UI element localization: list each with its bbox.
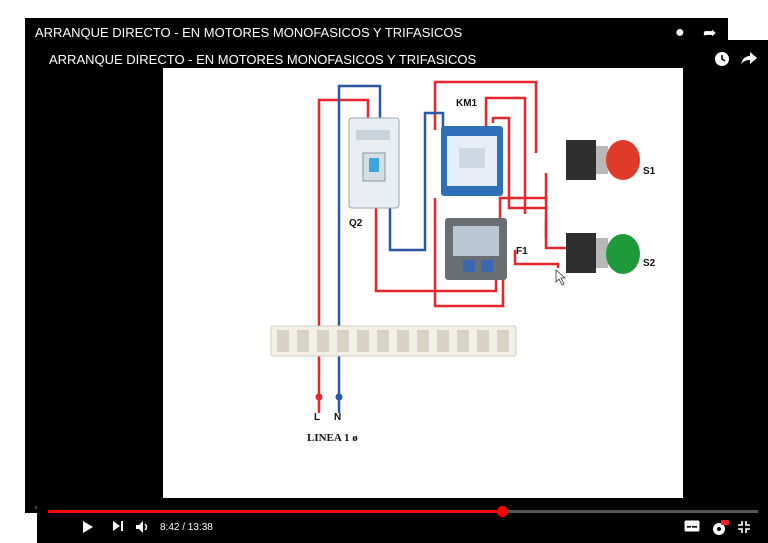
next-icon[interactable] xyxy=(112,520,124,535)
share-icon[interactable] xyxy=(740,50,758,71)
red-wires xyxy=(317,80,570,413)
back-video-title: ARRANQUE DIRECTO - EN MOTORES MONOFASICO… xyxy=(35,25,463,40)
label-f1: F1 xyxy=(516,246,528,257)
breaker-q2 xyxy=(348,117,400,209)
settings-icon[interactable] xyxy=(711,520,729,539)
time-display: 8:42 / 13:38 xyxy=(160,522,213,533)
mouse-cursor xyxy=(555,269,567,286)
subtitles-icon[interactable] xyxy=(684,520,700,535)
progress-scrubber[interactable] xyxy=(497,506,508,517)
push-button-s1 xyxy=(566,140,640,180)
label-linea: LINEA 1 ø xyxy=(307,432,358,444)
volume-icon[interactable] xyxy=(135,520,151,537)
watch-later-icon[interactable] xyxy=(714,51,730,72)
terminal-n-dot xyxy=(335,393,343,401)
label-n: N xyxy=(334,412,342,423)
video-frame[interactable]: KM1 Q2 F1 S1 S2 L N LINEA 1 ø xyxy=(163,68,683,498)
play-icon[interactable] xyxy=(82,520,94,537)
exit-fullscreen-icon[interactable] xyxy=(737,520,751,537)
contactor-km1 xyxy=(441,126,503,196)
progress-played xyxy=(48,510,502,513)
terminal-l-dot xyxy=(315,393,323,401)
label-s2: S2 xyxy=(643,258,656,269)
video-player[interactable]: ARRANQUE DIRECTO - EN MOTORES MONOFASICO… xyxy=(37,40,768,543)
label-l: L xyxy=(314,412,321,423)
share-icon[interactable]: ➦ xyxy=(703,25,717,42)
label-q2: Q2 xyxy=(349,218,363,229)
overload-relay-f1 xyxy=(445,218,507,280)
terminal-block xyxy=(270,325,517,357)
wiring-diagram xyxy=(270,80,640,413)
label-km1: KM1 xyxy=(456,98,478,109)
label-s1: S1 xyxy=(643,166,656,177)
push-button-s2 xyxy=(566,233,640,274)
video-title: ARRANQUE DIRECTO - EN MOTORES MONOFASICO… xyxy=(49,52,477,67)
progress-bar[interactable] xyxy=(48,506,758,517)
info-icon[interactable]: ● xyxy=(675,24,685,41)
